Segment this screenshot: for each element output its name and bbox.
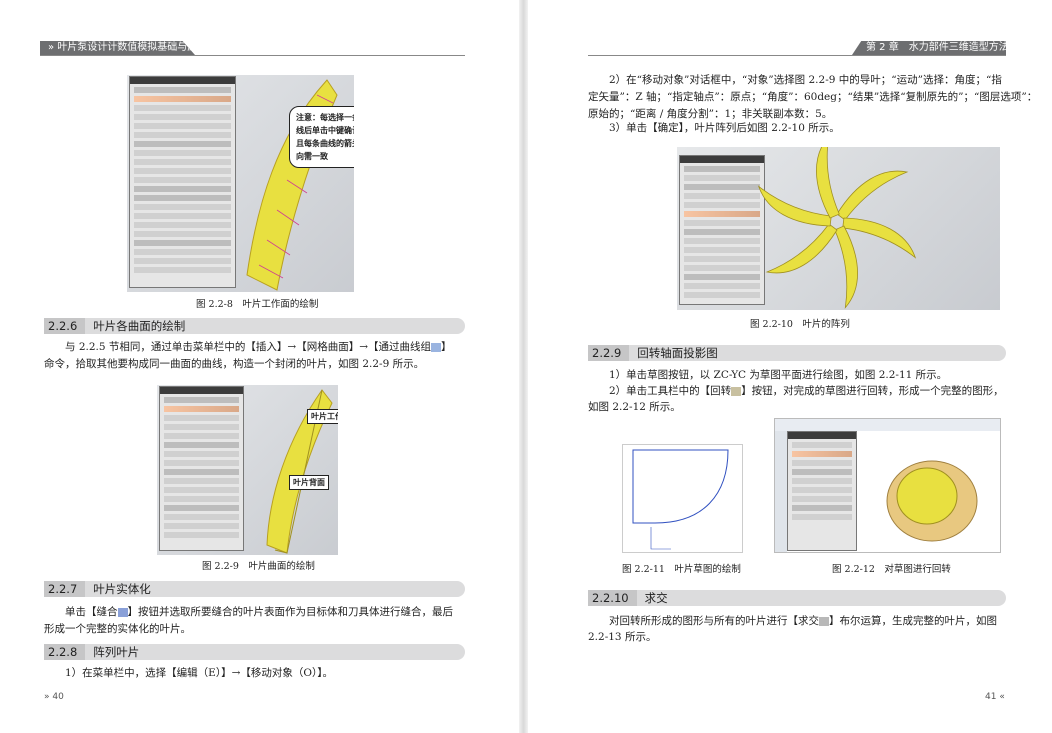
- section-title: 叶片实体化: [93, 582, 151, 596]
- section-heading-2-2-10: 2.2.10 求交: [588, 590, 1006, 606]
- section-heading-2-2-8: 2.2.8 阵列叶片: [44, 644, 465, 660]
- paragraph: 命令，拾取其他要构成同一曲面的曲线，构造一个封闭的叶片，如图 2.2-9 所示。: [44, 358, 425, 370]
- revolved-model: [886, 460, 978, 542]
- page-footer: » 40: [44, 692, 64, 702]
- figure-2-2-8: 注意：每选择一条曲线后单击中键确认，且每条曲线的箭头指向需一致: [127, 75, 354, 292]
- paragraph: 3）单击【确定】，叶片阵列后如图 2.2-10 所示。: [609, 122, 840, 134]
- sew-icon: [117, 607, 128, 617]
- section-title: 叶片各曲面的绘制: [93, 319, 186, 333]
- figure-2-2-9: 叶片工作面 叶片背面: [157, 385, 338, 555]
- revolve-icon: [731, 386, 742, 396]
- dialog-screenshot: [787, 431, 857, 551]
- figure-caption: 图 2.2-9 叶片曲面的绘制: [202, 561, 315, 572]
- section-number: 2.2.8: [44, 644, 86, 660]
- section-number: 2.2.9: [588, 345, 630, 361]
- dialog-screenshot: [129, 76, 236, 288]
- section-heading-2-2-7: 2.2.7 叶片实体化: [44, 581, 465, 597]
- section-number: 2.2.6: [44, 318, 86, 334]
- book-spine: [519, 0, 528, 733]
- figure-caption: 图 2.2-10 叶片的阵列: [750, 319, 850, 330]
- book-title: 叶片泵设计计数值模拟基础与应用: [57, 42, 208, 53]
- paragraph: 与 2.2.5 节相同，通过单击菜单栏中的【插入】→【网格曲面】→【通过曲线组】: [65, 341, 452, 353]
- page-number: 40: [52, 692, 64, 702]
- dialog-screenshot: [159, 386, 244, 551]
- section-title: 阵列叶片: [93, 645, 140, 659]
- figure-caption: 图 2.2-8 叶片工作面的绘制: [196, 299, 319, 310]
- chapter-title: 第 2 章 水力部件三维造型方法: [866, 42, 1009, 53]
- paragraph: 形成一个完整的实体化的叶片。: [44, 623, 191, 635]
- paragraph: 2）在“移动对象”对话框中，“对象”选择图 2.2-9 中的导叶；“运动”选择：…: [609, 74, 1002, 86]
- paragraph: 2.2-13 所示。: [588, 631, 657, 643]
- figure-2-2-10: [677, 147, 1000, 310]
- label-back-face: 叶片背面: [289, 475, 329, 490]
- section-heading-2-2-9: 2.2.9 回转轴面投影图: [588, 345, 1006, 361]
- paragraph: 定矢量”：Z 轴；“指定轴点”：原点；“角度”：60deg；“结果”选择“复制原…: [588, 91, 1038, 103]
- intersect-icon: [819, 616, 829, 626]
- paragraph: 原始的；“距离 / 角度分割”：1；非关联副本数：5。: [588, 108, 833, 120]
- paragraph: 2）单击工具栏中的【回转】按钮，对完成的草图进行回转，形成一个完整的图形，: [609, 385, 1004, 397]
- section-number: 2.2.10: [588, 590, 637, 606]
- paragraph: 1）在菜单栏中，选择【编辑（E）】→【移动对象（O）】。: [65, 667, 334, 679]
- paragraph: 对回转所形成的图形与所有的叶片进行【求交】布尔运算，生成完整的叶片，如图: [609, 615, 997, 627]
- section-title: 求交: [644, 591, 668, 605]
- loft-icon: [431, 342, 441, 352]
- figure-2-2-12: [774, 418, 1001, 553]
- figure-caption: 图 2.2-11 叶片草图的绘制: [622, 564, 741, 575]
- page-number: 41: [985, 692, 997, 702]
- blade-array-drawing: [757, 147, 917, 309]
- toolbar-screenshot: [775, 419, 1000, 431]
- sketch-profile: [632, 449, 729, 550]
- figure-2-2-11: [622, 444, 743, 553]
- figure-caption: 图 2.2-12 对草图进行回转: [832, 564, 951, 575]
- dialog-screenshot: [679, 155, 765, 305]
- running-header: 第 2 章 水力部件三维造型方法 «: [852, 41, 1006, 55]
- section-heading-2-2-6: 2.2.6 叶片各曲面的绘制: [44, 318, 465, 334]
- page-footer: 41 «: [985, 692, 1005, 702]
- blade-closed-surface: [266, 389, 333, 554]
- header-rule: [588, 55, 1006, 56]
- header-rule: [40, 55, 465, 56]
- paragraph: 如图 2.2-12 所示。: [588, 401, 681, 413]
- label-working-face: 叶片工作面: [307, 409, 338, 424]
- section-number: 2.2.7: [44, 581, 86, 597]
- note-callout: 注意：每选择一条曲线后单击中键确认，且每条曲线的箭头指向需一致: [289, 106, 354, 168]
- paragraph: 1）单击草图按钮，以 ZC-YC 为草图平面进行绘图，如图 2.2-11 所示。: [609, 369, 948, 381]
- paragraph: 单击【缝合】按钮并选取所要缝合的叶片表面作为目标体和刀具体进行缝合，最后: [65, 606, 453, 618]
- running-header: » 叶片泵设计计数值模拟基础与应用: [40, 41, 195, 55]
- section-title: 回转轴面投影图: [637, 346, 718, 360]
